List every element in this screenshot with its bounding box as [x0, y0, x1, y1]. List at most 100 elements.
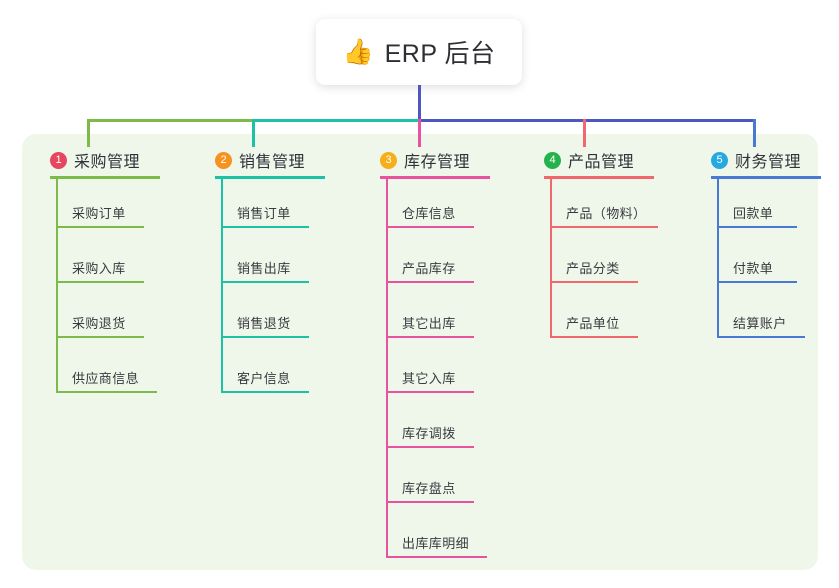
leaf-underline	[550, 336, 638, 338]
leaf-underline	[221, 281, 309, 283]
branch-title-5: 财务管理	[735, 154, 802, 171]
branches-panel	[22, 134, 818, 570]
drop-connector-2	[252, 119, 255, 147]
leaf-label: 产品单位	[566, 316, 620, 331]
leaf-underline	[56, 281, 144, 283]
leaf-node[interactable]: 库存盘点	[386, 478, 474, 503]
drop-connector-1	[87, 119, 90, 147]
leaf-underline	[386, 226, 474, 228]
branch-title-2: 销售管理	[239, 154, 306, 171]
root-node[interactable]: 👍 ERP 后台	[316, 19, 522, 85]
drop-connector-3	[418, 119, 421, 147]
root-stem	[418, 85, 421, 122]
branch-badge-5: 5	[711, 151, 728, 169]
leaf-node[interactable]: 产品（物料）	[550, 203, 658, 228]
leaf-underline	[386, 391, 474, 393]
leaf-node[interactable]: 销售订单	[221, 203, 309, 228]
leaf-label: 产品分类	[566, 261, 620, 276]
leaf-underline	[56, 336, 144, 338]
leaf-underline	[717, 336, 805, 338]
leaf-underline	[386, 446, 474, 448]
leaf-label: 结算账户	[733, 316, 787, 331]
leaf-label: 采购入库	[72, 261, 126, 276]
branch-spine-4	[550, 176, 552, 338]
branch-header-5[interactable]: 5 财务管理	[711, 148, 801, 172]
leaf-node[interactable]: 采购入库	[56, 258, 144, 283]
leaf-label: 产品库存	[402, 261, 456, 276]
leaf-node[interactable]: 采购订单	[56, 203, 144, 228]
branch-spine-2	[221, 176, 223, 393]
leaf-underline	[221, 336, 309, 338]
branch-spine-5	[717, 176, 719, 338]
branch-header-2[interactable]: 2 销售管理	[215, 148, 305, 172]
bar-segment-teal	[253, 119, 419, 122]
leaf-node[interactable]: 客户信息	[221, 368, 309, 393]
leaf-label: 库存盘点	[402, 481, 456, 496]
leaf-node[interactable]: 产品分类	[550, 258, 638, 283]
leaf-underline	[56, 226, 144, 228]
leaf-node[interactable]: 回款单	[717, 203, 797, 228]
leaf-underline	[717, 226, 797, 228]
leaf-underline	[386, 556, 487, 558]
drop-connector-5	[753, 119, 756, 147]
leaf-underline	[386, 281, 474, 283]
drop-connector-4	[583, 119, 586, 147]
leaf-label: 库存调拨	[402, 426, 456, 441]
leaf-node[interactable]: 结算账户	[717, 313, 805, 338]
leaf-label: 其它出库	[402, 316, 456, 331]
leaf-label: 销售出库	[237, 261, 291, 276]
leaf-node[interactable]: 产品库存	[386, 258, 474, 283]
leaf-underline	[221, 391, 309, 393]
branch-underline-4	[544, 176, 654, 179]
branch-title-1: 采购管理	[74, 154, 141, 171]
branch-underline-2	[215, 176, 325, 179]
leaf-label: 供应商信息	[72, 371, 140, 386]
leaf-label: 产品（物料）	[566, 206, 647, 221]
leaf-label: 出库库明细	[402, 536, 470, 551]
branch-badge-1: 1	[50, 151, 67, 169]
leaf-label: 销售订单	[237, 206, 291, 221]
leaf-underline	[386, 336, 474, 338]
leaf-underline	[550, 281, 638, 283]
branch-underline-1	[50, 176, 160, 179]
leaf-label: 付款单	[733, 261, 774, 276]
leaf-underline	[550, 226, 658, 228]
leaf-node[interactable]: 库存调拨	[386, 423, 474, 448]
branch-badge-2: 2	[215, 151, 232, 169]
leaf-label: 销售退货	[237, 316, 291, 331]
bar-segment-blue	[418, 119, 756, 122]
root-title: ERP 后台	[384, 40, 496, 68]
leaf-label: 回款单	[733, 206, 774, 221]
leaf-node[interactable]: 销售退货	[221, 313, 309, 338]
leaf-node[interactable]: 供应商信息	[56, 368, 157, 393]
bar-segment-green	[87, 119, 254, 122]
leaf-node[interactable]: 付款单	[717, 258, 797, 283]
leaf-underline	[56, 391, 157, 393]
branch-badge-3: 3	[380, 151, 397, 169]
leaf-underline	[717, 281, 797, 283]
leaf-node[interactable]: 仓库信息	[386, 203, 474, 228]
branch-header-3[interactable]: 3 库存管理	[380, 148, 470, 172]
thumbs-up-icon: 👍	[342, 37, 374, 66]
leaf-node[interactable]: 其它出库	[386, 313, 474, 338]
branch-header-1[interactable]: 1 采购管理	[50, 148, 140, 172]
leaf-node[interactable]: 采购退货	[56, 313, 144, 338]
leaf-label: 仓库信息	[402, 206, 456, 221]
branch-spine-1	[56, 176, 58, 393]
leaf-node[interactable]: 其它入库	[386, 368, 474, 393]
branch-header-4[interactable]: 4 产品管理	[544, 148, 634, 172]
leaf-underline	[221, 226, 309, 228]
branch-title-3: 库存管理	[404, 154, 471, 171]
leaf-node[interactable]: 产品单位	[550, 313, 638, 338]
leaf-label: 采购订单	[72, 206, 126, 221]
branch-underline-5	[711, 176, 821, 179]
branch-spine-3	[386, 176, 388, 558]
branch-underline-3	[380, 176, 490, 179]
leaf-node[interactable]: 出库库明细	[386, 533, 487, 558]
branch-badge-4: 4	[544, 151, 561, 169]
branch-title-4: 产品管理	[568, 154, 635, 171]
leaf-node[interactable]: 销售出库	[221, 258, 309, 283]
leaf-underline	[386, 501, 474, 503]
leaf-label: 其它入库	[402, 371, 456, 386]
